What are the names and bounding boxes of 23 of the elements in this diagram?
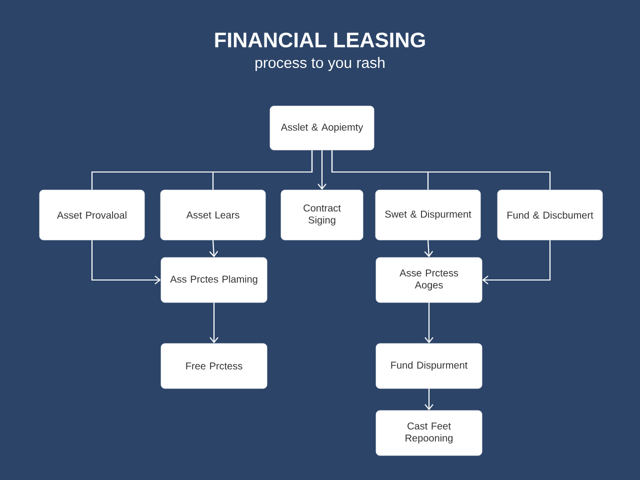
process-box: Asslet & Aopiemty — [270, 106, 374, 150]
process-box: Asset Provaloal — [39, 190, 145, 240]
arrow — [424, 240, 434, 258]
process-box: Fund & Discbumert — [497, 190, 603, 240]
process-box: Free Prctess — [160, 343, 268, 389]
subtitle: process to you rash — [256, 57, 384, 71]
process-box: Fund Dispurment — [376, 343, 482, 389]
arrow — [482, 240, 551, 284]
process-box: Asse Prctess Aoges — [376, 257, 482, 303]
arrow — [318, 150, 326, 190]
process-box: Ass Prctes Plaming — [160, 257, 268, 303]
process-box: Swet & Dispurment — [375, 190, 481, 240]
arrow — [424, 388, 434, 410]
arrow — [210, 302, 218, 344]
title: FINANCIAL LEASING — [215, 32, 425, 48]
process-box: Contract Siging — [280, 190, 364, 240]
process-box: Cast Feet Repooning — [376, 410, 482, 456]
arrow — [91, 240, 161, 284]
arrow — [209, 240, 218, 258]
process-box: Asset Lears — [160, 190, 266, 240]
connector-line — [331, 150, 551, 190]
connector-line — [212, 150, 313, 190]
arrow — [424, 302, 434, 344]
